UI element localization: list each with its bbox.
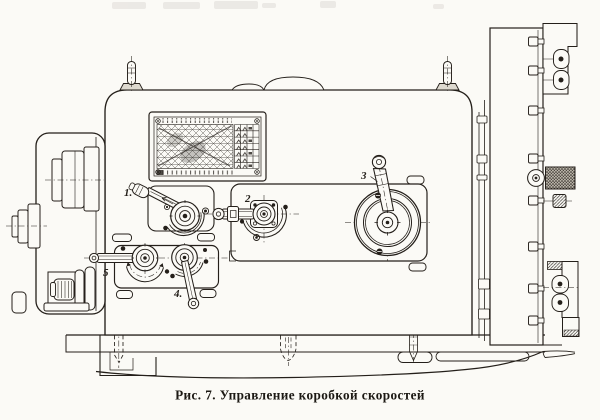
bleedthrough-smudges [112, 1, 444, 9]
callout-5: 5 [103, 267, 109, 279]
oiler-stud-right [435, 56, 460, 92]
handwheel3-hub [374, 209, 401, 236]
speed-chart-plate [148, 111, 267, 182]
handwheel3-group: 3 [345, 154, 431, 261]
oiler-stud-left [119, 56, 144, 92]
top-bracket [542, 22, 578, 95]
handwheel3-lever [371, 154, 395, 213]
lever2-pivot [252, 202, 276, 226]
lever1-pivot [169, 200, 201, 232]
lever2-group: 2 [206, 193, 299, 244]
side-knob [527, 169, 545, 187]
lever4-group: 4. [170, 244, 209, 310]
lever1-handle [128, 182, 181, 211]
callout-4: 4. [173, 288, 182, 300]
lower-bracket [543, 261, 580, 337]
callout-2: 2 [244, 193, 251, 205]
lever5-group: 5 [88, 244, 170, 283]
plate-screws [155, 118, 260, 175]
speed-table [234, 124, 260, 169]
lower-plate-group: 5 4. [84, 233, 228, 310]
spindle-end [6, 132, 106, 315]
callout-3: 3 [360, 170, 367, 182]
lever1-group: 1. [124, 182, 215, 237]
figure-caption: Рис. 7. Управление коробкой скоростей [175, 388, 425, 403]
lever2-handle [212, 206, 255, 222]
knurled-plate [545, 166, 576, 190]
right-column [476, 22, 580, 346]
plunger-assembly [43, 266, 96, 312]
callout-1: 1. [124, 187, 132, 199]
column-studs [528, 36, 572, 326]
